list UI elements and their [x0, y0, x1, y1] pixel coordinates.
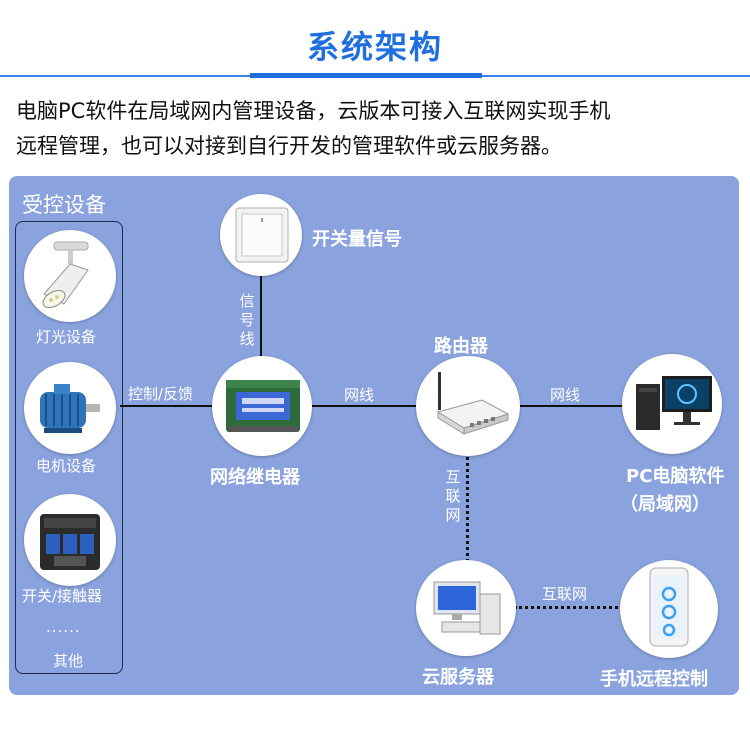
description: 电脑PC软件在局域网内管理设备，云版本可接入互联网实现手机 远程管理，也可以对接… — [16, 94, 736, 164]
title-accent-bar — [250, 73, 482, 78]
motor-node — [24, 362, 116, 454]
wall-switch-icon — [235, 207, 289, 263]
wire-relay-router — [308, 405, 420, 407]
spotlight-icon — [42, 241, 89, 309]
vertical-char: 网 — [445, 506, 461, 524]
wire-control-feedback — [120, 405, 218, 407]
signal-line-label: 信号线 — [238, 292, 256, 349]
relay-label: 网络继电器 — [210, 467, 300, 488]
phone-node — [620, 560, 718, 658]
vertical-char: 联 — [445, 487, 461, 505]
net-cable-right-label: 网线 — [550, 386, 581, 404]
other-label: 其他 — [53, 652, 84, 670]
wire-internet-horizontal — [514, 606, 624, 609]
relay-board-icon — [226, 380, 300, 432]
router-node — [416, 356, 520, 456]
page-title: 系统架构 — [306, 28, 443, 66]
wire-internet-vertical — [466, 452, 469, 574]
spotlight-label: 灯光设备 — [36, 328, 97, 346]
internet-horizontal-label: 互联网 — [542, 585, 588, 603]
contactor-icon — [40, 514, 100, 570]
motor-label: 电机设备 — [36, 457, 97, 475]
vertical-char: 线 — [239, 330, 255, 348]
desktop-pc-icon — [636, 376, 712, 430]
motor-icon — [40, 384, 100, 433]
wire-router-pc — [516, 405, 624, 407]
server-icon — [433, 581, 501, 635]
wall-switch-node — [220, 194, 302, 276]
spotlight-node — [24, 230, 116, 322]
net-cable-left-label: 网线 — [344, 386, 375, 404]
pc-label: PC电脑软件 — [626, 466, 725, 487]
router-label: 路由器 — [434, 336, 488, 357]
controlled-devices-title: 受控设备 — [22, 193, 106, 217]
ellipsis: ...... — [46, 618, 81, 636]
relay-node — [212, 356, 312, 456]
contactor-node — [24, 494, 116, 586]
cloud-server-label: 云服务器 — [422, 667, 494, 688]
control-feedback-label: 控制/反馈 — [128, 385, 194, 403]
description-line-2: 远程管理，也可以对接到自行开发的管理软件或云服务器。 — [16, 134, 562, 158]
switch-signal-label: 开关量信号 — [312, 229, 402, 250]
router-icon — [436, 372, 510, 435]
phone-label: 手机远程控制 — [600, 669, 708, 690]
description-line-1: 电脑PC软件在局域网内管理设备，云版本可接入互联网实现手机 — [16, 99, 611, 123]
vertical-char: 信 — [239, 292, 255, 310]
pc-lan-label: （局域网） — [620, 494, 710, 515]
contactor-label: 开关/接触器 — [22, 587, 103, 605]
cloud-server-node — [416, 560, 516, 656]
internet-vertical-label: 互联网 — [444, 468, 462, 525]
vertical-char: 号 — [239, 311, 255, 329]
vertical-char: 互 — [445, 468, 461, 486]
pc-node — [622, 354, 722, 454]
controlled-devices-group — [15, 221, 123, 674]
smartphone-icon — [649, 567, 689, 647]
wire-signal — [260, 270, 262, 356]
